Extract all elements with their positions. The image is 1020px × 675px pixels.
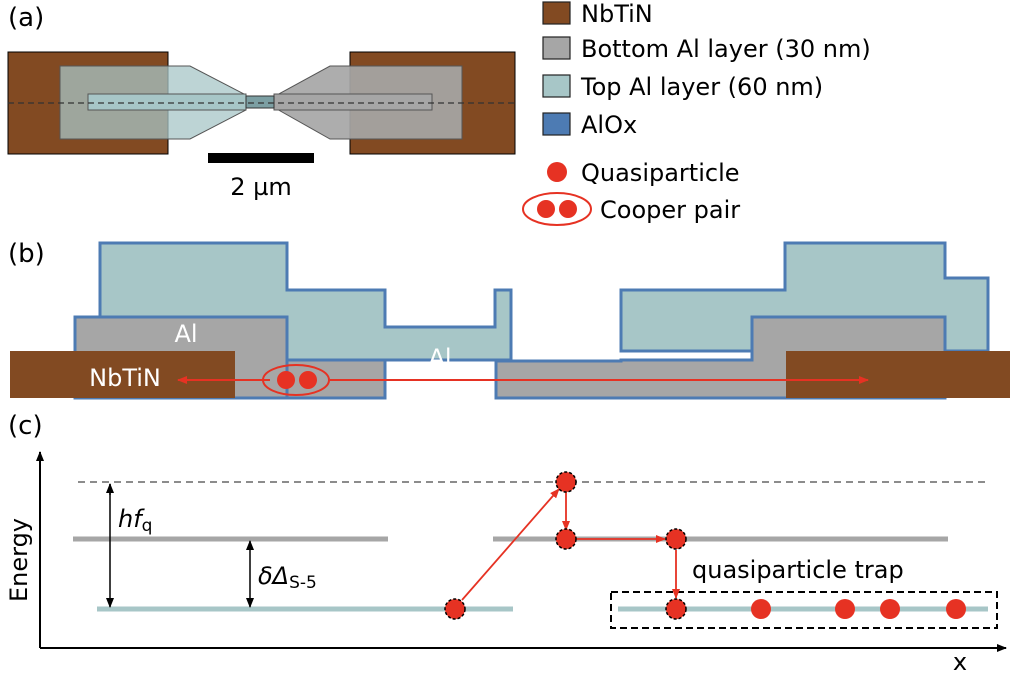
al-center-label: Al: [428, 344, 451, 372]
qp-trap-2: [835, 599, 855, 619]
excitation-arrow: [461, 488, 560, 601]
legend: NbTiN Bottom Al layer (30 nm) Top Al lay…: [522, 0, 871, 226]
cross-section: Al Al NbTiN: [10, 241, 1010, 400]
qp-trap-4: [946, 599, 966, 619]
bottom-al-finger: [273, 93, 433, 111]
al-left-label: Al: [174, 320, 197, 348]
trap-label: quasiparticle trap: [692, 556, 904, 584]
legend-quasiparticle-icon: [547, 162, 567, 182]
panel-a-label: (a): [8, 3, 44, 33]
legend-swatch-alox: [542, 112, 571, 136]
device-top-view: [7, 51, 516, 155]
panel-b-label: (b): [8, 239, 45, 269]
legend-label-nbtin: NbTiN: [581, 0, 653, 28]
qp-trap-1: [751, 599, 771, 619]
qp-gap: [555, 528, 577, 550]
legend-swatch-bottom-al: [542, 36, 571, 60]
nbtin-right-section: [786, 351, 1010, 398]
qp-trapped: [665, 598, 687, 620]
hf-label: hfq: [118, 505, 152, 536]
legend-label-top-al: Top Al layer (60 nm): [580, 73, 823, 101]
legend-label-quasiparticle: Quasiparticle: [581, 159, 740, 187]
legend-cooper-pair-icon: [522, 192, 592, 226]
energy-axis-label: Energy: [5, 518, 33, 602]
scale-bar-label: 2 µm: [230, 173, 292, 201]
legend-swatch-top-al: [542, 74, 571, 98]
legend-swatch-nbtin: [542, 1, 571, 25]
qp-trap-3: [880, 599, 900, 619]
legend-label-cooper-pair: Cooper pair: [600, 196, 740, 224]
scale-bar: [208, 153, 314, 163]
nbtin-label: NbTiN: [89, 364, 161, 392]
qp-start: [444, 598, 466, 620]
qp-excited: [555, 471, 577, 493]
top-al-finger: [87, 93, 247, 111]
legend-label-bottom-al: Bottom Al layer (30 nm): [581, 35, 871, 63]
qp-gap-right: [665, 528, 687, 550]
legend-label-alox: AlOx: [581, 111, 637, 139]
nbtin-left-section: [10, 351, 235, 398]
panel-c-label: (c): [8, 411, 43, 441]
cooper-pair-icon: [262, 364, 330, 396]
junction: [245, 95, 275, 109]
x-axis-label: x: [953, 648, 967, 675]
trap-box: [610, 591, 998, 629]
energy-diagram: Energy x hfq δΔS-5 quasiparticle trap: [5, 451, 1007, 675]
delta-label: δΔS-5: [258, 562, 317, 593]
